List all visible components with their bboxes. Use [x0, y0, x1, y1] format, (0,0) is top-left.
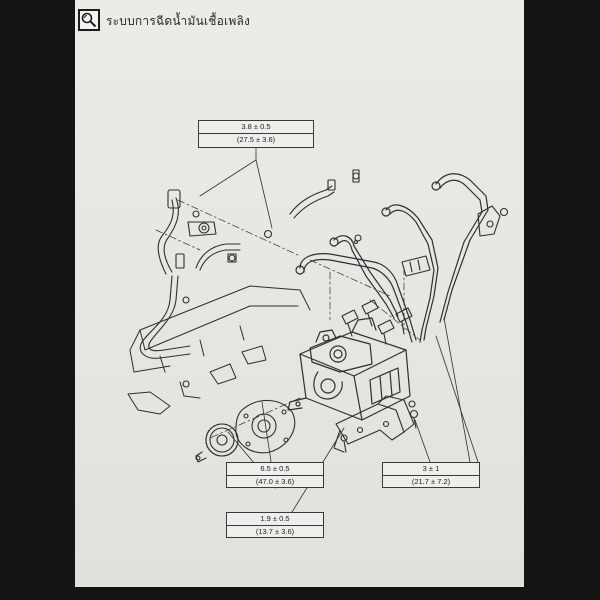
pipe-clamps: [353, 205, 509, 277]
torque-callout-bracket: 1.9 ± 0.5 (13.7 ± 3.6): [226, 512, 324, 538]
manual-page: [75, 0, 524, 587]
leader-lines: [199, 147, 479, 513]
torque-value-nm: 6.5 ± 0.5: [227, 463, 323, 476]
return-hoses: [139, 189, 241, 388]
torque-callout-flange: 6.5 ± 0.5 (47.0 ± 3.6): [226, 462, 324, 488]
torque-value-kgfcm: (13.7 ± 3.6): [255, 527, 295, 536]
torque-callout-top: 3.8 ± 0.5 (27.5 ± 3.6): [198, 120, 314, 148]
torque-value-kgfcm: (21.7 ± 7.2): [411, 477, 451, 486]
torque-value-nm: 3.8 ± 0.5: [199, 121, 313, 134]
torque-callout-pipes: 3 ± 1 (21.7 ± 7.2): [382, 462, 480, 488]
engine-block-outline: [127, 285, 311, 415]
torque-value-kgfcm: (47.0 ± 3.6): [255, 477, 295, 486]
injection-pump: [287, 317, 411, 421]
torque-value-nm: 1.9 ± 0.5: [227, 513, 323, 526]
pump-bracket: [333, 395, 419, 453]
wrench-magnifier-icon: [78, 9, 100, 31]
monitor-bezel-right: [524, 0, 600, 600]
monitor-bezel-bottom: [0, 587, 600, 600]
pump-flange: [235, 399, 296, 454]
delivery-valves: [341, 299, 413, 345]
torque-value-kgfcm: (27.5 ± 3.6): [236, 135, 276, 144]
injection-pipes: [295, 173, 489, 343]
torque-value-nm: 3 ± 1: [383, 463, 479, 476]
page-title: ระบบการฉีดน้ำมันเชื้อเพลิง: [106, 14, 251, 28]
drive-gear: [195, 423, 239, 463]
monitor-bezel-left: [0, 0, 75, 600]
overflow-pipe: [227, 169, 360, 263]
